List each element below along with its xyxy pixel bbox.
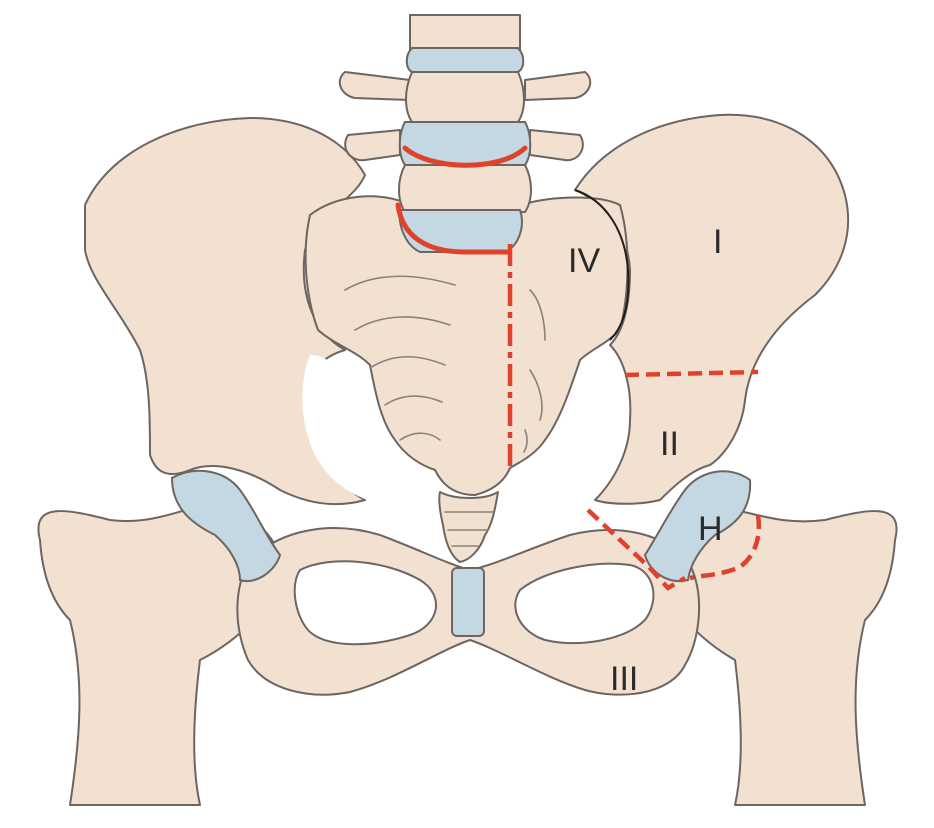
l5-right-transverse-process	[530, 130, 583, 160]
l3-vertebral-body	[410, 15, 520, 50]
zone-label-ii: II	[660, 425, 679, 463]
zone-label-h: H	[698, 510, 723, 548]
l4-vertebral-body	[406, 72, 524, 122]
left-femur	[665, 510, 897, 805]
l5-s1-disc	[400, 210, 522, 252]
l4-left-transverse-process	[340, 72, 410, 100]
pubic-symphysis	[452, 568, 484, 636]
zone-label-i: I	[713, 223, 722, 261]
l5-vertebral-body	[399, 165, 531, 212]
zone-label-iii: III	[610, 660, 638, 698]
coccyx	[439, 492, 498, 562]
zone-label-iv: IV	[568, 242, 600, 280]
l3-l4-disc	[407, 48, 524, 72]
l5-left-transverse-process	[345, 130, 400, 160]
l4-right-transverse-process	[525, 72, 590, 100]
